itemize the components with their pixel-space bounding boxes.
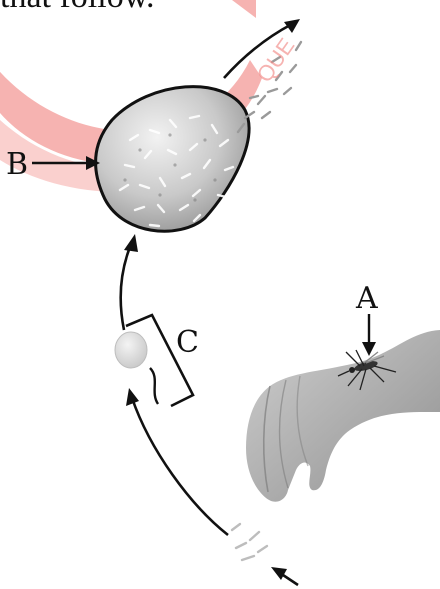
cycle-arrowhead-up <box>124 234 138 252</box>
label-b: B <box>6 147 28 182</box>
label-c: C <box>176 325 199 360</box>
entry-arrowhead <box>271 567 287 580</box>
cycle-arrowhead-lower <box>126 388 139 406</box>
cycle-arrow-up <box>121 242 132 330</box>
label-a-arrowhead <box>362 342 376 356</box>
cycle-arrow-lower <box>132 398 228 535</box>
human-arm <box>246 330 440 502</box>
sporozoite-trail <box>232 524 267 560</box>
sporozoite <box>115 332 158 404</box>
infected-cell <box>96 87 249 232</box>
label-a: A <box>355 281 378 316</box>
